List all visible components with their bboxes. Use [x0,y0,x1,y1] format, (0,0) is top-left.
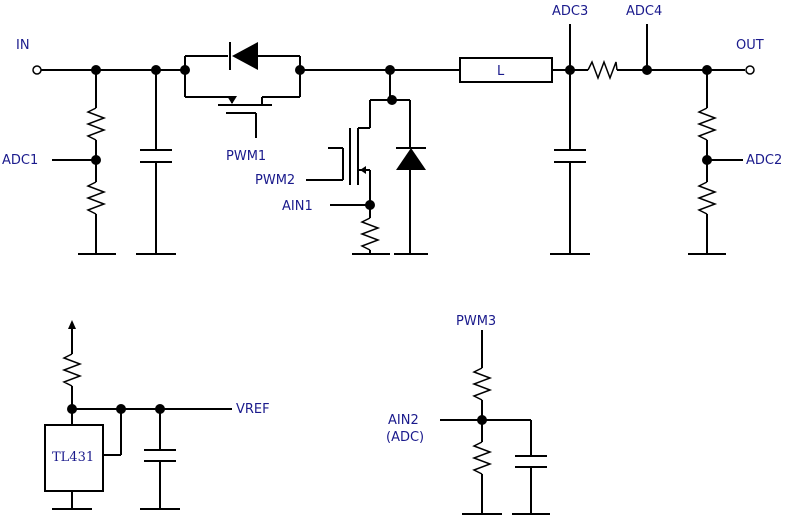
voltage-reference-circuit [44,320,232,510]
in-terminal [32,65,42,75]
adc1-label: ADC1 [2,153,38,168]
out-label: OUT [736,38,764,53]
out-terminal [745,65,755,75]
adc2-label: ADC2 [746,153,782,168]
body-diode [232,42,258,70]
shunt-resistor [587,24,652,81]
pwm3-label: PWM3 [456,314,496,329]
ain2-sublabel: (ADC) [386,430,424,445]
tl431-chip [44,424,104,492]
in-label: IN [16,38,30,53]
low-side-mosfet [306,65,410,255]
output-capacitor [550,24,590,255]
freewheel-diode [394,100,428,255]
adc4-label: ADC4 [626,4,662,19]
output-voltage-divider [688,65,743,255]
sense-resistor [359,217,381,251]
pwm-rc-filter [440,330,550,515]
supply-arrow-icon [68,320,76,329]
inductor-label: L [497,64,505,79]
pwm2-label: PWM2 [255,173,295,188]
ain2-label: AIN2 [388,413,419,428]
vref-label: VREF [236,402,270,417]
input-voltage-divider [52,65,116,255]
resistor-r2 [85,181,107,215]
pwm1-label: PWM1 [226,149,266,164]
input-capacitor [136,65,176,255]
resistor-r1 [85,107,107,141]
tl431-label: TL431 [52,450,94,465]
adc3-label: ADC3 [552,4,588,19]
inductor [459,57,553,83]
ain1-label: AIN1 [282,199,313,214]
high-side-mosfet [180,42,305,138]
